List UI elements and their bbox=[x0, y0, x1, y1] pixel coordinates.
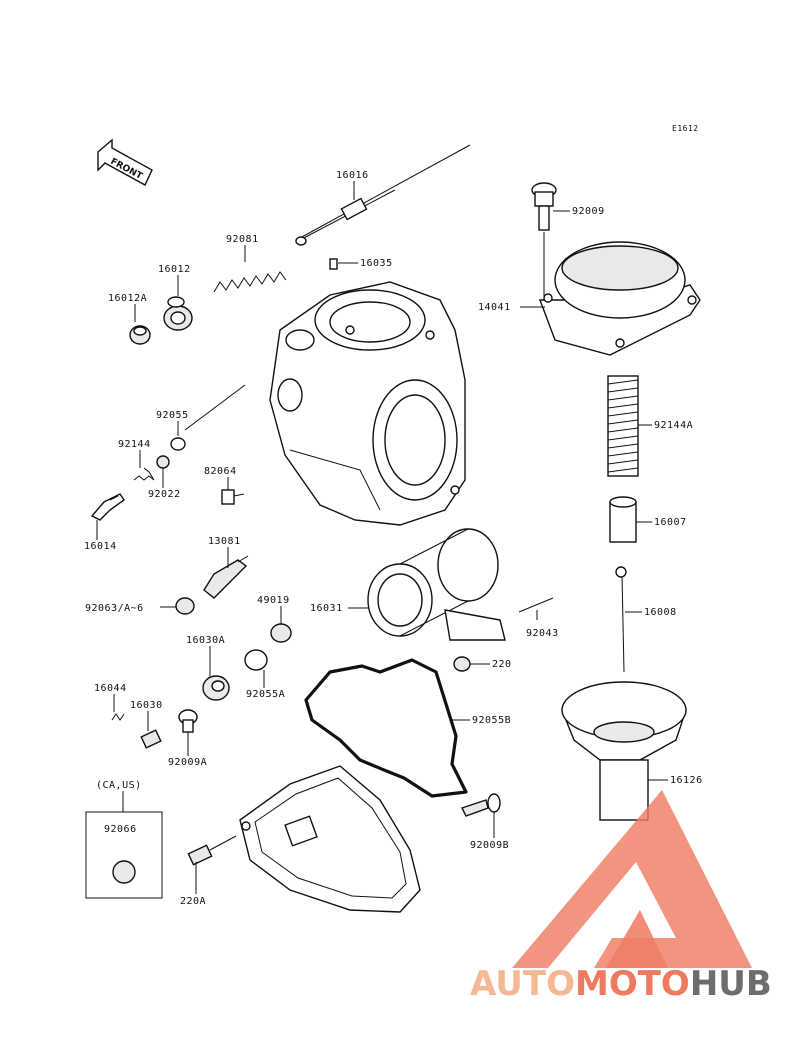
label-92022: 92022 bbox=[148, 489, 181, 500]
label-16030A: 16030A bbox=[186, 635, 225, 646]
diagram-ref-code: E1612 bbox=[672, 124, 699, 133]
part-16126-diaphragm bbox=[560, 681, 687, 821]
part-16030 bbox=[140, 729, 162, 749]
part-92055B-gasket bbox=[304, 658, 468, 798]
label-220: 220 bbox=[492, 659, 512, 670]
front-arrow-icon: FRONT bbox=[97, 138, 153, 186]
label-92081: 92081 bbox=[226, 234, 259, 245]
label-16012A: 16012A bbox=[108, 293, 147, 304]
part-16012 bbox=[163, 296, 193, 331]
part-92144 bbox=[133, 467, 155, 481]
axis-line-left bbox=[184, 384, 246, 431]
carburetor-body bbox=[269, 281, 466, 526]
label-92055B: 92055B bbox=[472, 715, 511, 726]
label-92055A: 92055A bbox=[246, 689, 285, 700]
part-16007 bbox=[609, 496, 637, 543]
part-92055A bbox=[244, 649, 268, 671]
part-16016 bbox=[295, 189, 396, 246]
part-float-bowl bbox=[239, 765, 421, 913]
label-49019: 49019 bbox=[257, 595, 290, 606]
label-16012: 16012 bbox=[158, 264, 191, 275]
part-92144A-spring bbox=[607, 375, 639, 477]
part-92022 bbox=[156, 455, 170, 469]
label-16016: 16016 bbox=[336, 170, 369, 181]
label-92063: 92063/A~6 bbox=[85, 603, 144, 614]
part-82064 bbox=[221, 489, 245, 505]
label-16030: 16030 bbox=[130, 700, 163, 711]
part-220A-screw bbox=[187, 844, 213, 866]
label-16007: 16007 bbox=[654, 517, 687, 528]
part-220-screw bbox=[453, 656, 471, 672]
label-16031: 16031 bbox=[310, 603, 343, 614]
region-note: (CA,US) bbox=[96, 780, 142, 791]
part-49019 bbox=[270, 623, 292, 643]
part-16044 bbox=[111, 713, 125, 721]
part-92081-spring bbox=[213, 271, 287, 293]
part-92066-plug bbox=[112, 860, 136, 884]
part-16014 bbox=[90, 493, 125, 521]
label-92009B: 92009B bbox=[470, 840, 509, 851]
region-part-box bbox=[85, 811, 163, 899]
part-13081 bbox=[203, 555, 249, 599]
part-92055 bbox=[170, 437, 186, 451]
label-92055: 92055 bbox=[156, 410, 189, 421]
part-92009-screw bbox=[531, 182, 557, 231]
label-92066: 92066 bbox=[104, 824, 137, 835]
label-14041: 14041 bbox=[478, 302, 511, 313]
label-82064: 82064 bbox=[204, 466, 237, 477]
label-16126: 16126 bbox=[670, 775, 703, 786]
part-16012A bbox=[129, 325, 151, 345]
part-16030A bbox=[202, 675, 230, 701]
label-92009A: 92009A bbox=[168, 757, 207, 768]
label-16035: 16035 bbox=[360, 258, 393, 269]
part-14041-top-cover bbox=[538, 241, 701, 356]
part-92043 bbox=[518, 597, 554, 613]
watermark-part-moto: MOTO bbox=[575, 964, 690, 1004]
label-220A: 220A bbox=[180, 896, 206, 907]
label-92043: 92043 bbox=[526, 628, 559, 639]
automotohub-watermark-logo bbox=[512, 790, 752, 968]
part-16008-needle bbox=[615, 566, 627, 673]
label-16044: 16044 bbox=[94, 683, 127, 694]
watermark-part-hub: HUB bbox=[690, 964, 772, 1004]
label-92144: 92144 bbox=[118, 439, 151, 450]
label-16014: 16014 bbox=[84, 541, 117, 552]
axis-line-top bbox=[299, 144, 471, 239]
part-92063 bbox=[175, 597, 195, 615]
part-92009B-screw bbox=[461, 793, 501, 817]
label-92009: 92009 bbox=[572, 206, 605, 217]
label-16008: 16008 bbox=[644, 607, 677, 618]
part-92009A bbox=[178, 709, 198, 733]
label-92144A: 92144A bbox=[654, 420, 693, 431]
part-16035 bbox=[329, 258, 338, 270]
label-13081: 13081 bbox=[208, 536, 241, 547]
part-16031-chamber bbox=[367, 528, 506, 641]
watermark-part-auto: AUTO bbox=[470, 964, 575, 1004]
watermark-text: AUTOMOTOHUB bbox=[470, 964, 772, 1004]
